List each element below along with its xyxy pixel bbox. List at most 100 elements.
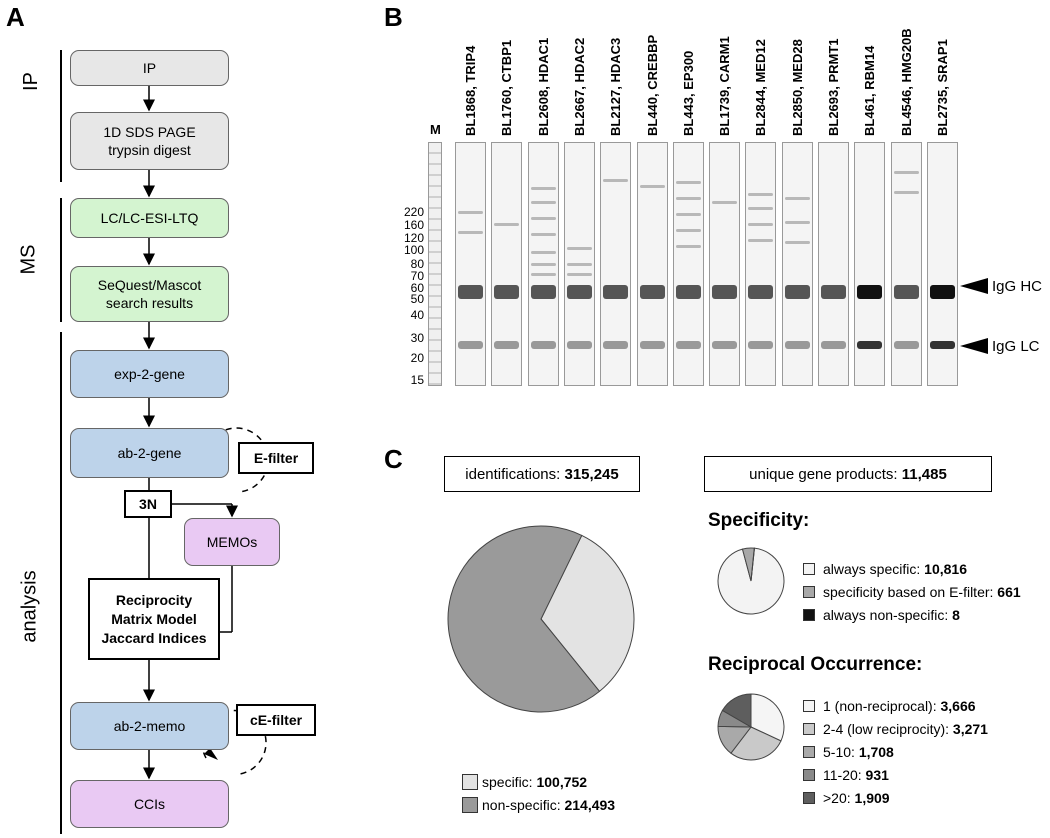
gel-lane-label: BL1868, TRIP4: [463, 45, 478, 136]
gel-band: [566, 263, 592, 266]
legend-swatch: [803, 563, 815, 575]
gel-lane: [491, 142, 523, 386]
marker-lane: [428, 142, 442, 386]
gel-band: [857, 285, 883, 299]
gel-lane-label: BL2127, HDAC3: [608, 37, 624, 136]
gel-band: [530, 263, 556, 266]
ab2gene-box: ab-2-gene: [70, 428, 229, 478]
mw-marker-label: 160: [403, 218, 424, 232]
gel-band: [675, 213, 701, 216]
pie-slice: [750, 547, 755, 582]
legend-item: 5-10: 1,708: [803, 744, 894, 760]
mw-marker-label: 15: [410, 373, 424, 387]
gel-band: [458, 285, 483, 299]
gel-lane: [455, 142, 486, 386]
gel-band: [603, 179, 629, 182]
reciprocal-pie-chart: [717, 693, 785, 761]
gel-lane-label: BL2850, MED28: [789, 39, 805, 136]
legend-item: non-specific: 214,493: [462, 797, 615, 813]
ip-step-box: IP: [70, 50, 229, 86]
gel-band: [893, 285, 919, 299]
legend-swatch: [803, 586, 815, 598]
identifications-pie-chart: [447, 525, 635, 713]
panel-a-label: A: [6, 2, 25, 32]
gel-lane-label: BL1739, CARM1: [717, 36, 733, 136]
sequest-line-1: SeQuest/Mascot: [97, 277, 202, 293]
gel-band: [857, 341, 883, 349]
gel-lane: [890, 142, 922, 386]
gel-band: [675, 229, 701, 232]
gel-band: [748, 223, 774, 226]
mw-marker-label: 100: [403, 243, 424, 257]
reciprocity-line-1: Reciprocity: [115, 591, 193, 608]
pie-slice: [447, 525, 601, 713]
exp2gene-text: exp-2-gene: [114, 366, 185, 382]
legend-item: 11-20: 931: [803, 767, 889, 783]
gel-lane-label: BL443, EP300: [680, 50, 696, 136]
legend-value: 1,708: [858, 744, 894, 760]
gel-band: [784, 341, 810, 349]
gel-lane: [527, 142, 559, 386]
gel-band: [784, 241, 810, 244]
unique-value: 11,485: [901, 465, 947, 483]
legend-label: >20:: [823, 790, 855, 806]
gel-band: [821, 341, 846, 349]
specificity-pie-chart: [717, 547, 785, 615]
gel-band: [675, 285, 701, 299]
legend-swatch: [803, 609, 815, 621]
gel-lane-label: BL4546, HMG20B: [898, 28, 914, 136]
unique-label: unique gene products:: [749, 465, 902, 483]
gel-lane: [563, 142, 595, 386]
mw-marker-label: 50: [410, 292, 424, 306]
legend-swatch: [803, 700, 815, 712]
gel-lane-label: BL2608, HDAC1: [535, 37, 551, 136]
gel-band: [530, 251, 556, 254]
ab2memo-text: ab-2-memo: [113, 718, 186, 734]
memos-text: MEMOs: [206, 534, 258, 550]
sds-line-1: 1D SDS PAGE: [103, 124, 196, 140]
gel-band: [458, 341, 483, 349]
ab2memo-box: ab-2-memo: [70, 702, 229, 750]
igg-arrowheads: [960, 278, 988, 354]
gel-band: [784, 197, 810, 200]
three-n-text: 3N: [139, 496, 157, 512]
pie-slice: [750, 693, 785, 742]
legend-label: specific:: [482, 774, 537, 790]
legend-value: 10,816: [924, 561, 967, 577]
gel-band: [566, 247, 592, 250]
flowchart-connectors: [60, 50, 270, 834]
gel-band: [748, 239, 774, 242]
legend-swatch: [803, 769, 815, 781]
sds-page-box: 1D SDS PAGE trypsin digest: [70, 112, 229, 170]
sequest-line-2: search results: [105, 295, 194, 311]
gel-lane-label: BL2735, SRAP1: [934, 39, 950, 136]
mw-marker-label: 220: [403, 205, 424, 219]
gel-lane-label: BL1760, CTBP1: [499, 39, 515, 136]
ccis-box: CCIs: [70, 780, 229, 828]
gel-band: [893, 341, 919, 349]
gel-lane-label: BL2844, MED12: [753, 39, 769, 136]
gel-band: [494, 285, 520, 299]
ip-step-text: IP: [142, 60, 157, 76]
gel-band: [458, 231, 483, 234]
gel-lane: [854, 142, 886, 386]
legend-item: >20: 1,909: [803, 790, 890, 806]
legend-value: 661: [997, 584, 1021, 600]
legend-value: 931: [865, 767, 889, 783]
gel-band: [458, 211, 483, 214]
lcms-box: LC/LC-ESI-LTQ: [70, 198, 229, 238]
legend-label: 2-4 (low reciprocity):: [823, 721, 953, 737]
legend-label: always specific:: [823, 561, 925, 577]
gel-band: [566, 341, 592, 349]
e-filter-box: E-filter: [238, 442, 314, 474]
legend-label: 5-10:: [823, 744, 859, 760]
gel-band: [675, 197, 701, 200]
gel-lane: [926, 142, 958, 386]
gel-lane: [745, 142, 777, 386]
legend-value: 3,271: [952, 721, 988, 737]
gel-band: [929, 285, 955, 299]
mw-marker-label: 60: [410, 281, 424, 295]
ab2gene-text: ab-2-gene: [117, 445, 182, 461]
gel-band: [530, 201, 556, 204]
